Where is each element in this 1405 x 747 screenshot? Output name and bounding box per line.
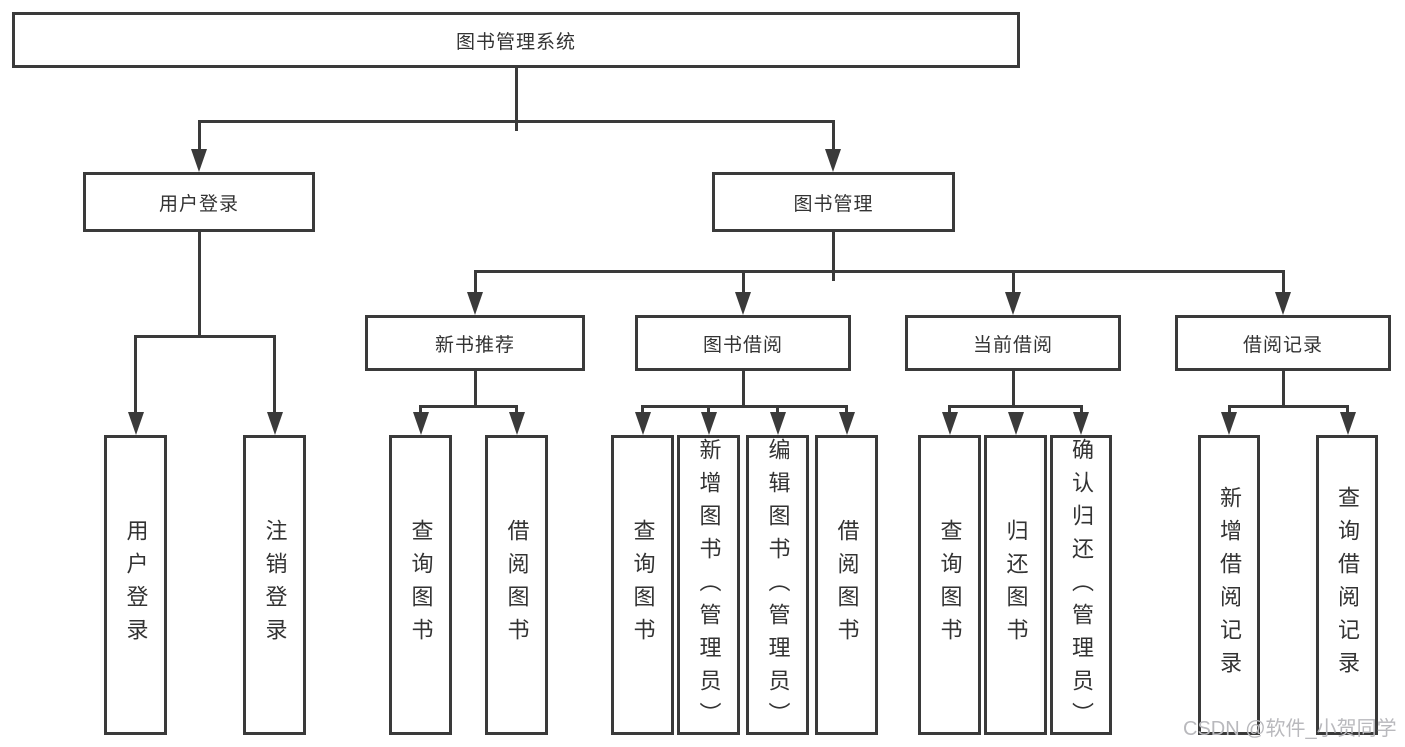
- node-book-borrowing: 图书借阅: [635, 315, 851, 371]
- connector-line: [831, 232, 835, 273]
- node-borrowing-records: 借阅记录: [1175, 315, 1391, 371]
- connector-line: [134, 335, 276, 338]
- connector-line: [948, 405, 1083, 408]
- connector-line: [134, 335, 137, 415]
- connector-arrow-icon: [700, 412, 717, 435]
- connector-arrow-icon: [1221, 412, 1237, 435]
- node-library-system: 图书管理系统: [12, 12, 1020, 68]
- node-leaf-query-borrow-record: 查询借阅记录: [1316, 435, 1378, 735]
- node-leaf-logout-label: 注销登录: [262, 519, 288, 651]
- node-leaf-logout: 注销登录: [243, 435, 306, 735]
- node-user-login-label: 用户登录: [158, 193, 239, 215]
- node-book-management: 图书管理: [712, 172, 955, 232]
- node-book-borrowing-label: 图书借阅: [702, 334, 783, 356]
- connector-line: [514, 123, 518, 131]
- connector-line: [419, 405, 422, 415]
- node-current-borrowing-label: 当前借阅: [972, 334, 1053, 356]
- connector-line: [641, 405, 644, 415]
- connector-line: [1080, 405, 1083, 415]
- node-leaf-return-books: 归还图书: [984, 435, 1047, 735]
- connector-arrow-icon: [769, 412, 786, 435]
- node-leaf-borrow-books-2: 借阅图书: [815, 435, 878, 735]
- connector-arrow-icon: [634, 412, 651, 435]
- node-leaf-query-books-2-label: 查询图书: [630, 519, 656, 651]
- connector-arrow-icon: [266, 412, 283, 435]
- node-new-book-recommend: 新书推荐: [365, 315, 585, 371]
- connector-arrow-icon: [1073, 412, 1089, 435]
- node-leaf-user-login: 用户登录: [104, 435, 167, 735]
- connector-line: [1227, 405, 1231, 415]
- node-leaf-confirm-return-admin: 确认归还（管理员）: [1050, 435, 1112, 735]
- node-leaf-edit-books-admin: 编辑图书（管理员）: [746, 435, 809, 735]
- connector-line: [514, 68, 518, 123]
- connector-line: [419, 405, 518, 408]
- connector-line: [197, 232, 201, 338]
- node-leaf-add-borrow-record: 新增借阅记录: [1198, 435, 1260, 735]
- node-leaf-add-books-admin-label: 新增图书（管理员）: [696, 438, 722, 735]
- node-user-login: 用户登录: [83, 172, 315, 232]
- connector-line: [948, 405, 951, 415]
- node-leaf-borrow-books-1: 借阅图书: [485, 435, 548, 735]
- node-library-system-label: 图书管理系统: [455, 31, 576, 53]
- connector-line: [641, 405, 848, 408]
- connector-line: [776, 405, 779, 415]
- node-leaf-confirm-return-admin-label: 确认归还（管理员）: [1069, 438, 1094, 735]
- node-leaf-query-books-3: 查询图书: [918, 435, 981, 735]
- node-borrowing-records-label: 借阅记录: [1242, 334, 1323, 356]
- connector-line: [1281, 371, 1285, 408]
- connector-arrow-icon: [941, 412, 958, 435]
- connector-line: [473, 270, 1285, 273]
- connector-line: [197, 120, 835, 123]
- connector-arrow-icon: [412, 412, 429, 435]
- node-leaf-query-books-1: 查询图书: [389, 435, 452, 735]
- node-leaf-add-books-admin: 新增图书（管理员）: [677, 435, 740, 735]
- connector-arrow-icon: [1339, 412, 1356, 435]
- node-leaf-edit-books-admin-label: 编辑图书（管理员）: [765, 438, 791, 735]
- node-leaf-query-borrow-record-label: 查询借阅记录: [1335, 486, 1360, 684]
- node-book-management-label: 图书管理: [793, 193, 874, 215]
- node-leaf-borrow-books-1-label: 借阅图书: [504, 519, 530, 651]
- connector-line: [741, 371, 745, 408]
- connector-line: [707, 405, 710, 415]
- connector-arrow-icon: [1007, 412, 1024, 435]
- connector-line: [741, 270, 745, 295]
- node-leaf-query-books-1-label: 查询图书: [408, 519, 434, 651]
- connector-line: [1281, 270, 1285, 295]
- node-current-borrowing: 当前借阅: [905, 315, 1121, 371]
- connector-line: [197, 120, 201, 153]
- connector-line: [1011, 371, 1015, 408]
- connector-line: [1346, 405, 1349, 415]
- node-leaf-return-books-label: 归还图书: [1003, 519, 1029, 651]
- connector-line: [473, 270, 477, 295]
- node-leaf-query-books-2: 查询图书: [611, 435, 674, 735]
- connector-line: [273, 335, 276, 415]
- connector-arrow-icon: [825, 149, 841, 172]
- connector-arrow-icon: [1005, 292, 1021, 315]
- connector-line: [845, 405, 848, 415]
- connector-line: [1011, 270, 1015, 295]
- connector-line: [831, 120, 835, 153]
- node-leaf-borrow-books-2-label: 借阅图书: [834, 519, 860, 651]
- connector-line: [831, 273, 835, 281]
- connector-line: [1227, 405, 1349, 408]
- node-new-book-recommend-label: 新书推荐: [434, 334, 515, 356]
- connector-arrow-icon: [127, 412, 144, 435]
- node-leaf-add-borrow-record-label: 新增借阅记录: [1217, 486, 1242, 684]
- connector-arrow-icon: [1275, 292, 1291, 315]
- connector-arrow-icon: [191, 149, 207, 172]
- connector-line: [473, 371, 477, 408]
- connector-line: [515, 405, 518, 415]
- connector-arrow-icon: [838, 412, 855, 435]
- node-leaf-user-login-label: 用户登录: [123, 519, 149, 651]
- connector-arrow-icon: [467, 292, 483, 315]
- connector-arrow-icon: [735, 292, 751, 315]
- csdn-watermark: CSDN @软件_小贺同学: [1183, 718, 1397, 740]
- connector-arrow-icon: [508, 412, 525, 435]
- node-leaf-query-books-3-label: 查询图书: [937, 519, 963, 651]
